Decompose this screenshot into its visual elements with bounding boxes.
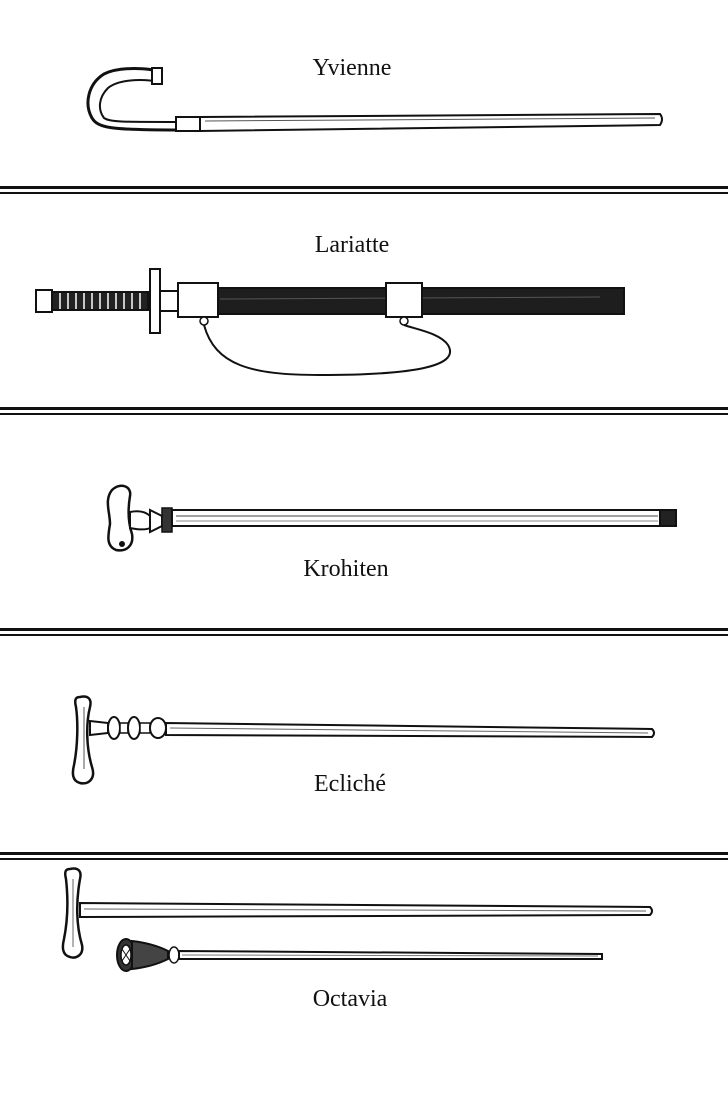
panel-divider bbox=[0, 407, 728, 416]
cane-label-lariatte: Lariatte bbox=[314, 232, 390, 258]
panel-divider bbox=[0, 628, 728, 637]
sword-cane-illustration bbox=[35, 268, 625, 377]
panel-krohiten: Krohiten bbox=[0, 416, 728, 628]
panel-lariatte: Lariatte bbox=[0, 195, 728, 407]
panel-divider bbox=[0, 186, 728, 195]
crook-handle-cane-illustration bbox=[86, 67, 663, 133]
cane-label-octavia: Octavia bbox=[312, 986, 388, 1012]
cane-label-krohiten: Krohiten bbox=[303, 556, 389, 582]
panel-yvienne: Yvienne bbox=[0, 0, 728, 186]
panel-ecliche: Ecliché bbox=[0, 637, 728, 852]
pair-of-canes-illustration bbox=[61, 867, 653, 972]
derby-handle-cane-illustration bbox=[106, 484, 677, 552]
cane-label-ecliche: Ecliché bbox=[314, 771, 386, 797]
cane-label-yvienne: Yvienne bbox=[312, 55, 392, 81]
panel-divider bbox=[0, 852, 728, 861]
panel-octavia: Octavia bbox=[0, 861, 728, 1093]
tee-handle-cane-illustration bbox=[71, 695, 655, 785]
